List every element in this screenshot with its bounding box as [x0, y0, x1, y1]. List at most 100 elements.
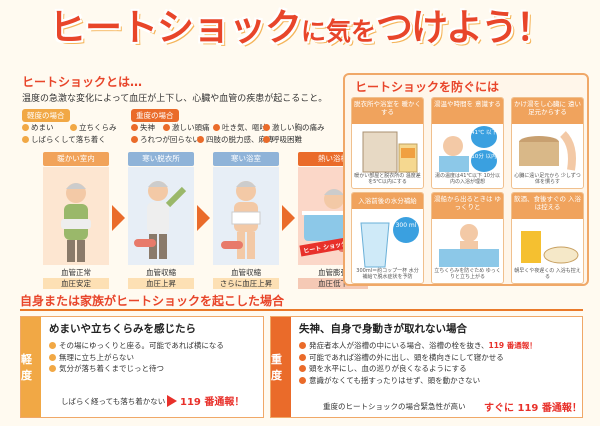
title-part3: つけよう！ — [376, 6, 553, 49]
bullet-icon — [197, 136, 204, 143]
list-item: 頭を水平にし、血の巡りが良くなるようにする — [299, 363, 537, 375]
severe-symptom: 激しい胸の痛み — [263, 122, 325, 133]
tip-heading: 飲酒、食後すぐの 入浴は控える — [512, 193, 583, 219]
severe-symptom: 四肢の脱力感、麻痺 — [197, 134, 274, 145]
person-undressing-icon — [134, 181, 187, 259]
blood-pressure-state: さらに血圧上昇 — [213, 278, 279, 289]
temperature-badge: 41℃ 以下 — [471, 126, 497, 148]
arrow-right-icon — [197, 205, 210, 231]
bucket-icon — [515, 126, 580, 174]
tip-stand-slowly: 湯船から出るときは ゆっくりと 立ちくらみを防ぐため ゆっくりと立ち上がる — [431, 192, 504, 284]
mild-label: 軽度の場合 — [22, 109, 70, 122]
vessel-icon — [134, 239, 156, 247]
tip-heading: 湯船から出るときは ゆっくりと — [432, 193, 503, 219]
list-item: 気分が落ち着くまでじっと待つ — [49, 363, 224, 375]
tip-heading: 湯温や時間を 意識する — [432, 98, 503, 124]
bullet-icon — [263, 136, 270, 143]
stage-illustration — [213, 167, 279, 265]
stage-label: 寒い脱衣所 — [128, 152, 194, 166]
prevention-panel: ヒートショックを防ぐには 脱衣所や浴室を 暖かくする 暖かい部屋と脱衣所の 温度… — [343, 73, 589, 286]
severe-symptom: ろれつが回らない — [131, 134, 200, 145]
mild-note: しばらく経っても落ち着かない — [61, 397, 166, 406]
vessel-state: 血管膨張 — [318, 268, 348, 277]
vessel-state: 血管正常 — [61, 268, 91, 277]
tip-heading: かけ湯をし心臓に 遠い足元からする — [512, 98, 583, 124]
bullet-icon — [163, 124, 170, 131]
severe-case-panel: 重度 失神、自身で身動きが取れない場合 発症者本人が浴槽の中にいる場合、浴槽の栓… — [270, 316, 583, 418]
bullet-icon — [299, 365, 306, 372]
person-dressed-icon — [61, 183, 91, 262]
title-part1: ヒートショック — [48, 6, 302, 49]
vessel-state: 血管収縮 — [231, 268, 261, 277]
bullet-icon — [263, 124, 270, 131]
call-119: 119 番通報！ — [488, 341, 537, 350]
mild-case-list: その場にゆっくりと座る。可能であれば横になる 無理に立ち上がらない 気分が落ち着… — [49, 340, 224, 375]
title-part2: に気を — [300, 17, 376, 46]
tip-detail: 心臓に遠い足元から 少しずつ体を慣らす — [514, 173, 581, 185]
stage-cold-changing-room: 寒い脱衣所 血管収縮 血圧上昇 — [128, 152, 194, 289]
blood-pressure-state: 血圧低下 — [298, 278, 368, 289]
list-item: 意識がなくても揺すったりはせず、頭を動かさない — [299, 375, 537, 387]
severe-symptom: 激しい頭痛 — [163, 122, 210, 133]
bullet-icon — [49, 353, 56, 361]
list-item: 可能であれば浴槽の外に出し、頭を横向きにして寝かせる — [299, 352, 537, 364]
tip-illustration: 41℃ 以下 10分 以内 — [435, 126, 500, 174]
prevention-heading: ヒートショックを防ぐには — [355, 80, 500, 94]
bullet-icon — [49, 365, 56, 372]
bullet-icon — [299, 342, 306, 349]
vessel-icon — [221, 241, 243, 249]
mild-symptom: 立ちくらみ — [70, 122, 117, 133]
divider — [20, 309, 583, 311]
bullet-icon — [70, 124, 77, 131]
blood-pressure-state: 血圧上昇 — [128, 278, 194, 289]
intro-body: 温度の急激な変化によって血圧が上下し、心臓や血管の疾患が起こること。 — [22, 94, 328, 104]
tip-heading: 脱衣所や浴室を 暖かくする — [352, 98, 423, 124]
tip-pour-water: かけ湯をし心臓に 遠い足元からする 心臓に遠い足元から 少しずつ体を慣らす — [511, 97, 584, 189]
call-119: 119 番通報！ — [180, 397, 245, 408]
heater-icon — [355, 126, 420, 174]
emergency-heading: 自身または家族がヒートショックを起こした場合 — [20, 294, 285, 308]
person-towel-icon — [221, 181, 261, 259]
tip-warm-room: 脱衣所や浴室を 暖かくする 暖かい部屋と脱衣所の 温度差を5℃以内にする — [351, 97, 424, 189]
bullet-icon — [299, 376, 306, 384]
stage-warm-room: 暖かい室内 血管正常 血圧安定 — [43, 152, 109, 289]
stage-label: 寒い浴室 — [213, 152, 279, 166]
vessel-state: 血管収縮 — [146, 268, 176, 277]
severe-case-list: 発症者本人が浴槽の中にいる場合、浴槽の栓を抜き、119 番通報！ 可能であれば浴… — [299, 340, 537, 386]
tip-avoid-alcohol: 飲酒、食後すぐの 入浴は控える 朝早くや夜遅くの 入浴も控える — [511, 192, 584, 284]
stage-illustration — [128, 167, 194, 265]
call-119-immediately: すぐに 119 番通報！ — [484, 403, 582, 414]
person-standing-bath-icon — [435, 221, 500, 269]
mild-case-panel: 軽度 めまいや立ちくらみを感じたら その場にゆっくりと座る。可能であれば横になる… — [20, 316, 264, 418]
stage-cold-bathroom: 寒い浴室 血管収縮 さらに血圧上昇 — [213, 152, 279, 289]
tip-detail: 300ml＝約コップ一杯 水分補給で脱水症状を予防 — [356, 268, 419, 280]
bullet-icon — [22, 124, 29, 131]
mild-symptom: しばらくして落ち着く — [22, 134, 106, 145]
bullet-icon — [299, 353, 306, 361]
severe-note: 重度のヒートショックの場合緊急性が高い — [323, 402, 466, 411]
volume-badge: 300 ml — [393, 217, 419, 243]
severe-case-title: 失神、自身で身動きが取れない場合 — [299, 323, 467, 335]
arrow-right-icon — [112, 205, 125, 231]
bathing-person-icon — [439, 136, 469, 172]
bullet-icon — [131, 136, 138, 143]
water-glass-icon — [360, 222, 390, 268]
tip-detail: 暖かい部屋と脱衣所の 温度差を5℃以内にする — [354, 173, 421, 185]
tip-water-temperature: 湯温や時間を 意識する 41℃ 以下 10分 以内 湯の温度は41℃以下 10分… — [431, 97, 504, 189]
beer-and-food-icon — [515, 221, 580, 269]
tip-detail: 立ちくらみを防ぐため ゆっくりと立ち上がる — [434, 268, 501, 280]
severe-label: 重度の場合 — [131, 109, 179, 122]
tip-illustration: 300 ml — [355, 213, 420, 269]
tip-detail: 湯の温度は41℃以下 10分以内の入浴が理想 — [435, 173, 500, 185]
intro-heading: ヒートショックとは… — [22, 75, 143, 89]
list-item: その場にゆっくりと座る。可能であれば横になる — [49, 340, 224, 352]
bullet-icon — [22, 136, 29, 143]
page-title: ヒートショックに気をつけよう！ — [0, 2, 600, 54]
list-item: 発症者本人が浴槽の中にいる場合、浴槽の栓を抜き、119 番通報！ — [299, 340, 537, 352]
bullet-icon — [213, 124, 220, 131]
mild-case-title: めまいや立ちくらみを感じたら — [49, 323, 196, 335]
stage-illustration — [43, 167, 109, 265]
list-item: 無理に立ち上がらない — [49, 352, 224, 364]
mild-side-label: 軽度 — [21, 317, 41, 417]
severe-side-label: 重度 — [271, 317, 291, 417]
